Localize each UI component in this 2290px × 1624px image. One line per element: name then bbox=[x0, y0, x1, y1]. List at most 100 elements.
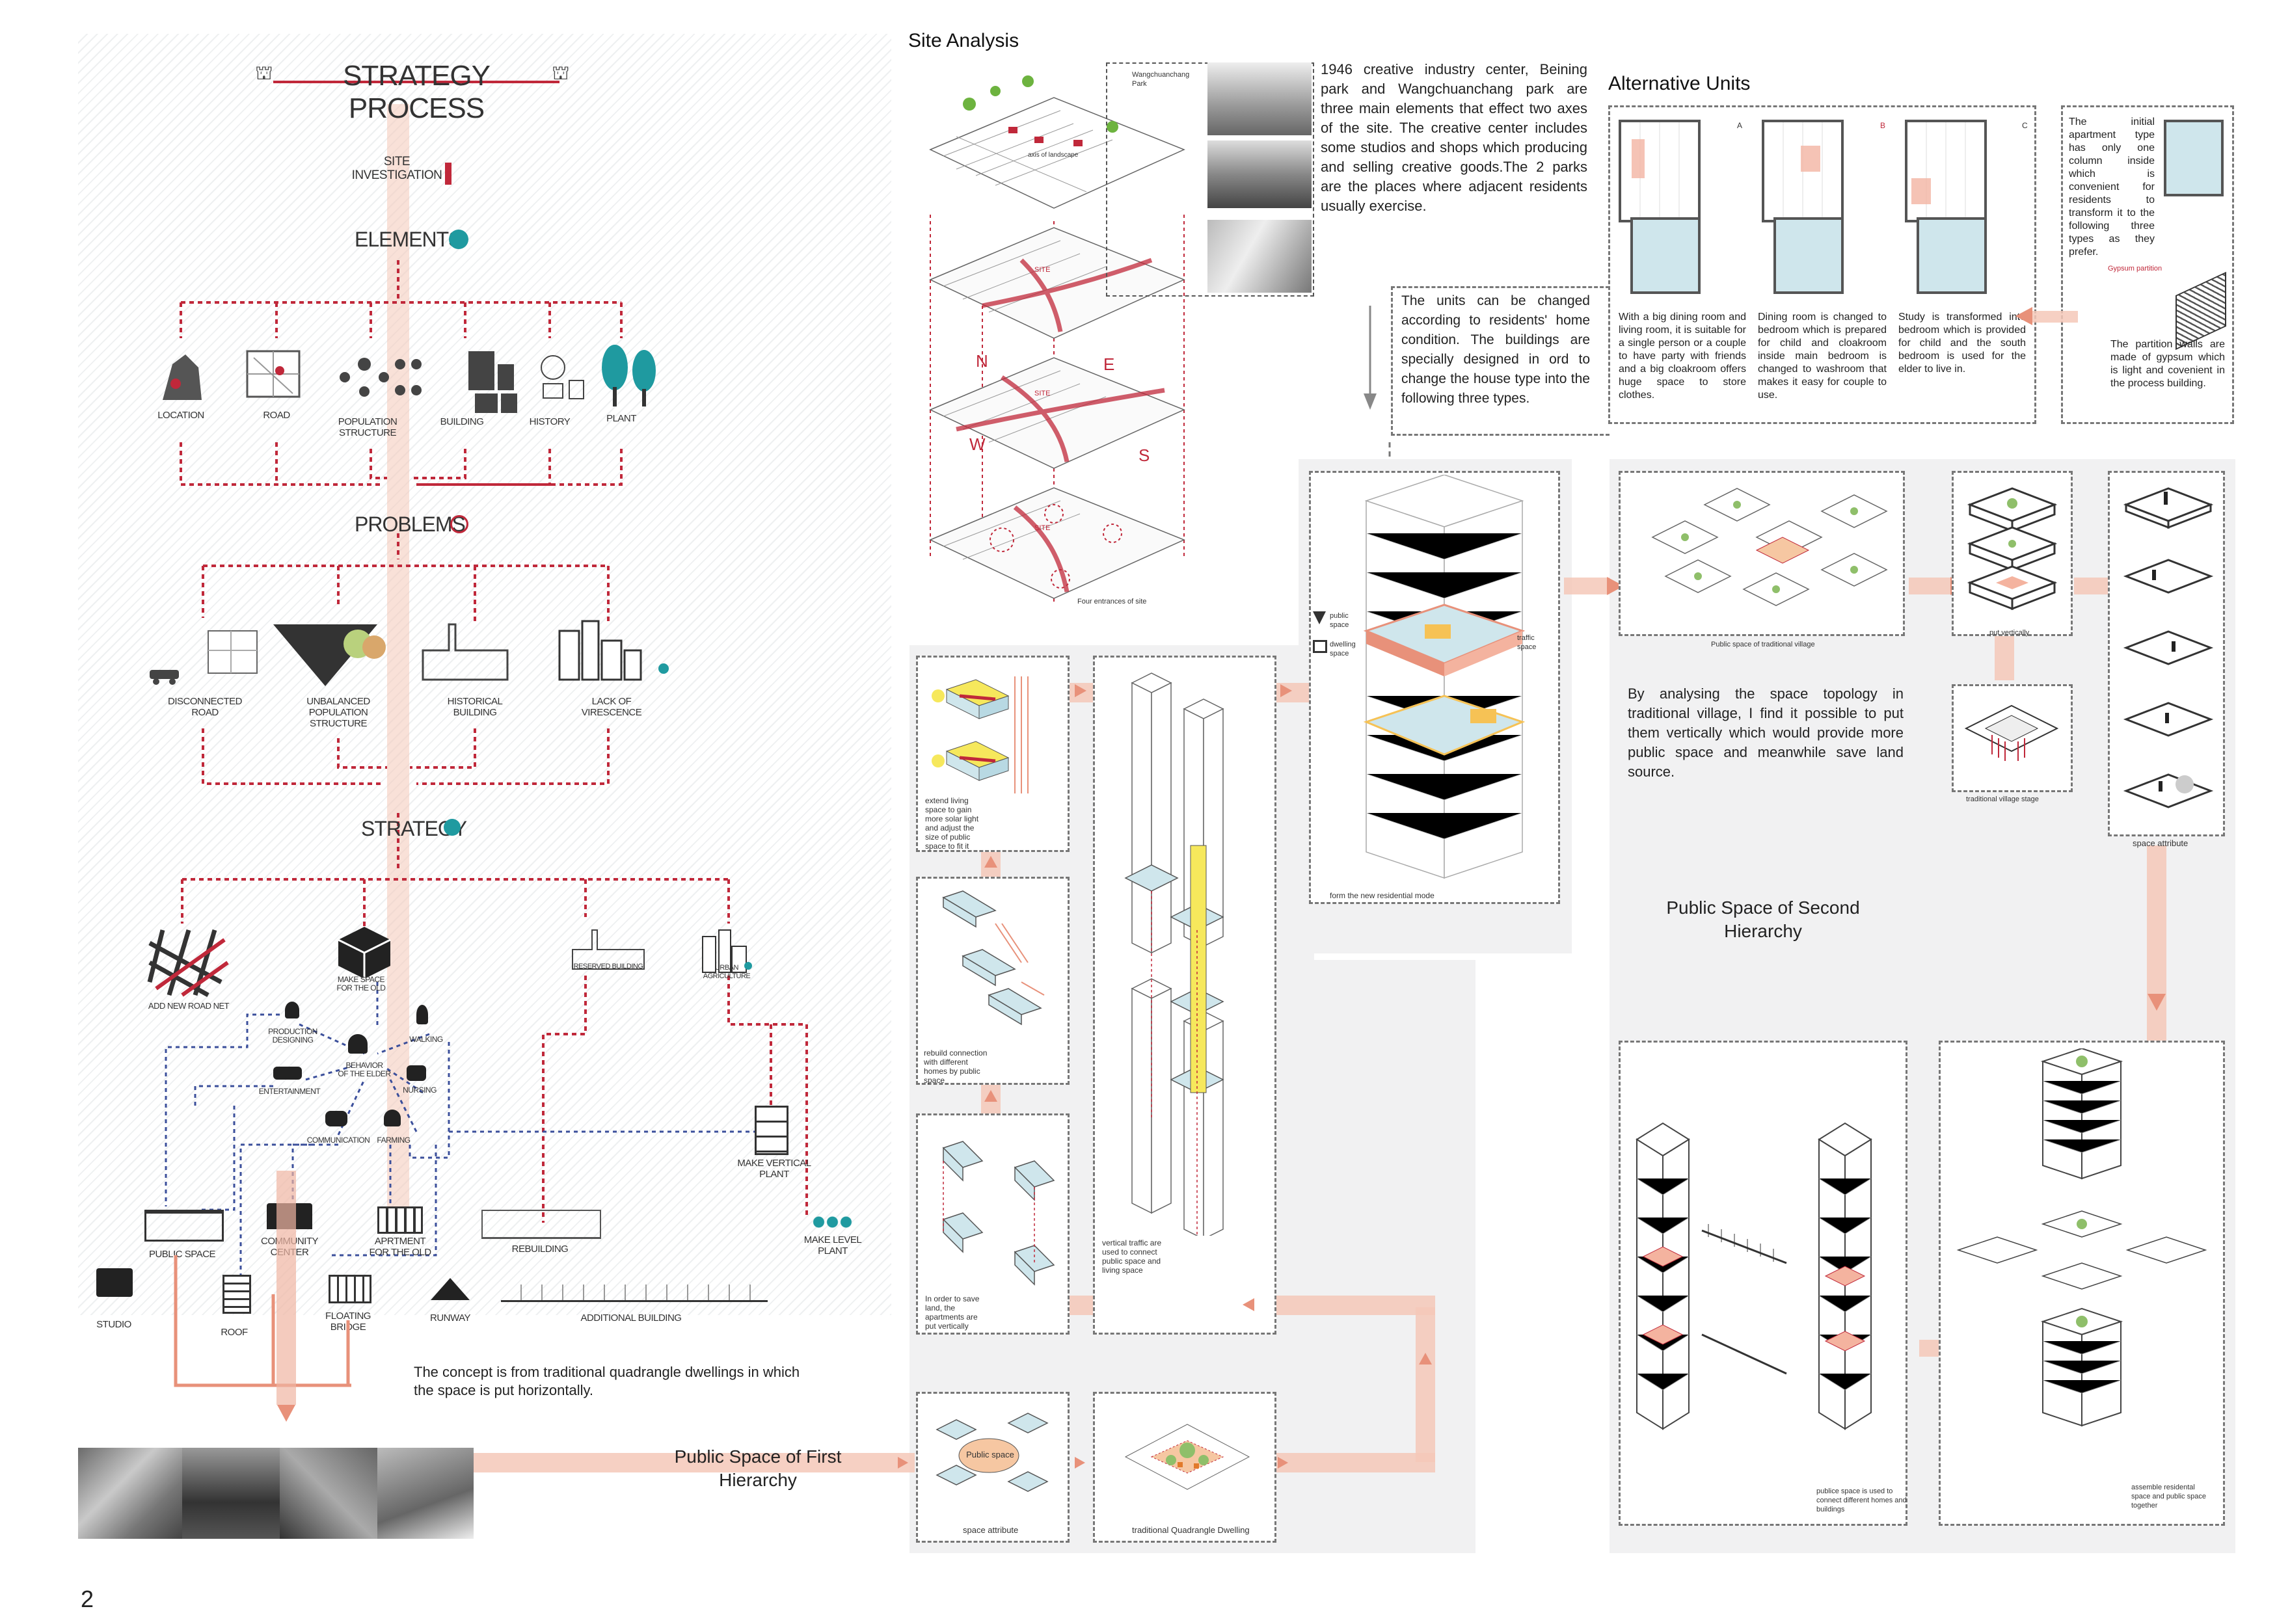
site-photo-3 bbox=[1207, 220, 1312, 293]
strategy-panel bbox=[78, 34, 891, 1315]
sh-box-stage bbox=[1952, 684, 2073, 792]
outcome-label-roof: ROOF bbox=[221, 1327, 248, 1338]
behavior-label-farming: FARMING bbox=[377, 1136, 411, 1145]
fh-note-connection: rebuild connection with different homes … bbox=[924, 1048, 988, 1085]
behavior-label-communication: COMMUNICATION bbox=[306, 1136, 370, 1145]
outcome-label-apartment: APRTMENT FOR THE OLD bbox=[369, 1236, 431, 1258]
site-investigation-label: SITE INVESTIGATION bbox=[351, 155, 442, 182]
fh-solar-blocks bbox=[932, 676, 1029, 793]
sh-cap-stage: traditional village stage bbox=[1966, 795, 2039, 803]
sh-cap-village: Public space of traditional village bbox=[1711, 641, 1815, 648]
sh-assemble-diagram bbox=[1956, 1048, 2207, 1427]
houses-icon bbox=[144, 1210, 224, 1242]
arrow-traffic-to-residential bbox=[1280, 684, 1292, 697]
legend-dwelling-space: dwelling space bbox=[1330, 641, 1356, 658]
unit-letter-a: A bbox=[1737, 121, 1743, 130]
strategy-title-icon-left: ⛫ bbox=[255, 62, 273, 84]
behavior-label-elder: BEHAVIOR OF THE ELDER bbox=[338, 1061, 391, 1078]
units-frame bbox=[1608, 105, 2036, 424]
vertical-plant-icon bbox=[755, 1106, 788, 1155]
arrow-quad-right bbox=[1278, 1457, 1288, 1469]
outcome-label-rebuilding: REBUILDING bbox=[511, 1244, 569, 1255]
site-analysis-title: Site Analysis bbox=[908, 30, 1019, 51]
problems-title: PROBLEMS bbox=[355, 512, 466, 536]
flow-band-bottom bbox=[474, 1453, 915, 1472]
public-space-bubble-label: Public space bbox=[966, 1450, 1014, 1459]
first-hierarchy-title: Public Space of First Hierarchy bbox=[674, 1446, 842, 1490]
initial-unit-frame bbox=[2061, 105, 2234, 424]
pin-icon bbox=[445, 163, 451, 185]
site-caption: Four entrances of site bbox=[1077, 598, 1147, 606]
level-plant-icon bbox=[812, 1216, 854, 1228]
site-axis-label: axis of landscape bbox=[1028, 152, 1079, 159]
alternative-units-title: Alternative Units bbox=[1608, 73, 1751, 94]
outcome-label-studio: STUDIO bbox=[96, 1319, 131, 1330]
rebuilding-icon bbox=[481, 1210, 601, 1239]
arrow-up-right bbox=[1419, 1353, 1432, 1364]
flow-band-vertical-to-attribute bbox=[2074, 578, 2113, 594]
walker-icon bbox=[416, 1005, 428, 1024]
sh-cap-attribute: space attribute bbox=[2133, 838, 2189, 848]
concept-arrow bbox=[277, 1405, 295, 1422]
lightbulb-icon bbox=[444, 819, 461, 836]
problems-icons bbox=[150, 620, 669, 686]
communication-icon bbox=[325, 1111, 347, 1126]
plant-icon bbox=[602, 345, 656, 406]
sh-village-diagram bbox=[1651, 488, 1888, 606]
units-intro-frame bbox=[1391, 286, 1610, 436]
city-icon bbox=[558, 620, 642, 681]
urban-agriculture-icon bbox=[702, 929, 747, 973]
legend-public-space: public space bbox=[1330, 612, 1349, 629]
strategy-label-road-net: ADD NEW ROAD NET bbox=[148, 1001, 230, 1011]
behavior-label-production: PRODUCTION DESIGNING bbox=[268, 1027, 317, 1045]
site-photo-1 bbox=[1207, 62, 1312, 135]
unit-letter-c: C bbox=[2022, 121, 2028, 130]
element-label-population: POPULATION STRUCTURE bbox=[338, 416, 397, 438]
strategy-icons bbox=[147, 927, 752, 998]
entertainment-icon bbox=[273, 1067, 302, 1080]
fh-cap-residential: form the new residential mode bbox=[1330, 891, 1435, 900]
flow-band-right-vertical bbox=[1416, 1307, 1435, 1462]
history-icon bbox=[541, 355, 584, 399]
outcome-label-level-plant: MAKE LEVEL PLANT bbox=[803, 1234, 862, 1257]
partition-label: Gypsum partition bbox=[2108, 265, 2162, 273]
second-hierarchy-title: Public Space of Second Hierarchy bbox=[1666, 898, 1860, 941]
arrow-attr-to-quad bbox=[1075, 1457, 1085, 1469]
elements-title: ELEMENTS bbox=[355, 228, 462, 251]
sh-stage-diagram bbox=[1964, 704, 2059, 761]
strategy-title-icon-right: ⛫ bbox=[552, 62, 570, 84]
compass-e: E bbox=[1103, 354, 1115, 374]
fh-vertical-blocks bbox=[942, 1141, 1055, 1286]
quadrangle-photo-strip bbox=[78, 1448, 474, 1539]
runway-icon bbox=[431, 1278, 470, 1300]
behavior-label-walking: WALKING bbox=[409, 1035, 443, 1044]
arrow-up-1 bbox=[984, 856, 997, 868]
site-label-2: SITE bbox=[1034, 390, 1051, 397]
outcome-label-additional: ADDITIONAL BUILDING bbox=[580, 1312, 682, 1324]
first-hierarchy-panel-white-cut bbox=[1314, 953, 1574, 960]
element-label-history: HISTORY bbox=[529, 416, 571, 427]
element-label-road: ROAD bbox=[263, 410, 290, 421]
legend-traffic-space: traffic space bbox=[1517, 634, 1537, 651]
element-label-building: BUILDING bbox=[440, 416, 484, 427]
site-photo-2 bbox=[1207, 140, 1312, 208]
magnifier-icon bbox=[450, 515, 468, 533]
initial-unit-plan bbox=[2164, 120, 2224, 196]
elements-icons bbox=[163, 345, 656, 413]
fh-cap-space-attribute: space attribute bbox=[963, 1525, 1019, 1535]
flow-band-bottom-right bbox=[1260, 1453, 1435, 1472]
farming-icon bbox=[384, 1110, 401, 1126]
sh-attribute-diagram bbox=[2123, 487, 2214, 808]
unit-desc-b: Dining room is changed to bedroom which … bbox=[1758, 312, 1887, 401]
outcome-label-public-space: PUBLIC SPACE bbox=[148, 1249, 216, 1260]
unit-letter-b: B bbox=[1880, 121, 1886, 130]
road-net-icon bbox=[147, 929, 222, 998]
legend-dwelling-icon bbox=[1313, 640, 1327, 653]
unit-plan-a bbox=[1619, 120, 1729, 295]
fh-note-solar: extend living space to gain more solar l… bbox=[925, 796, 979, 851]
arrow-photo-to-attribute bbox=[898, 1457, 908, 1469]
fh-note-traffic: vertical traffic are used to connect pub… bbox=[1102, 1238, 1162, 1275]
site-label-3: SITE bbox=[1034, 524, 1051, 532]
partition-text: The partition walls are made of gypsum w… bbox=[2110, 339, 2225, 389]
leaf-icon bbox=[449, 230, 468, 249]
